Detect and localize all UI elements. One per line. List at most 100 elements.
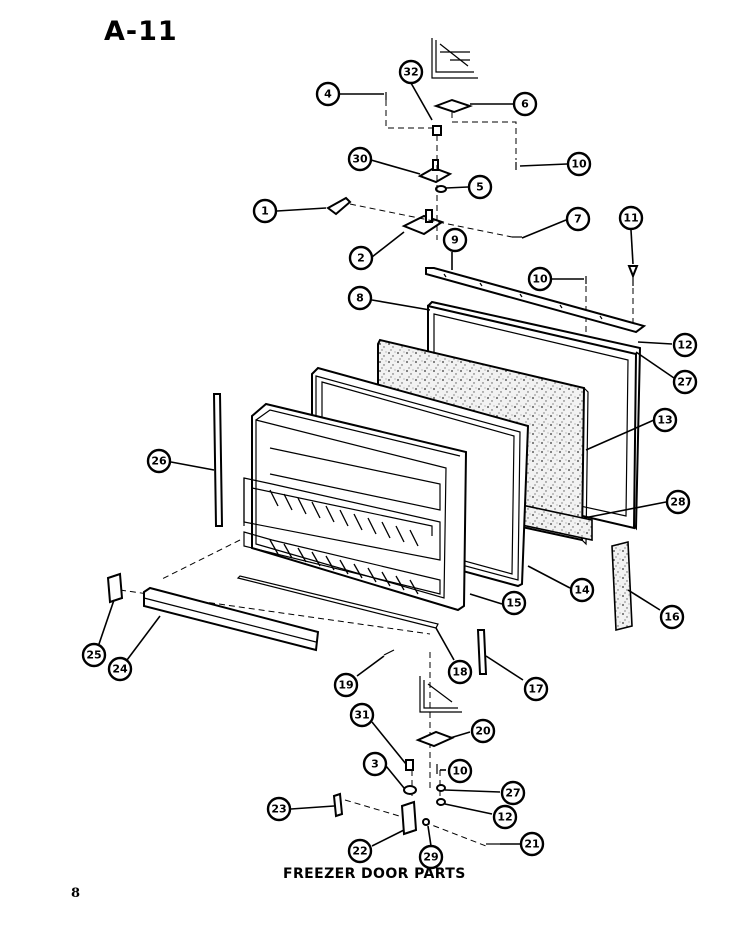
callout-7: 7 xyxy=(565,206,591,232)
svg-text:24: 24 xyxy=(112,663,128,676)
callout-2: 2 xyxy=(348,245,374,271)
callout-9: 9 xyxy=(442,227,468,253)
svg-text:12: 12 xyxy=(677,339,692,352)
svg-text:11: 11 xyxy=(623,212,638,225)
inner-door-liner xyxy=(243,402,468,612)
callout-22: 22 xyxy=(347,838,373,864)
cabinet-bottom-corner xyxy=(419,676,462,713)
callout-19: 19 xyxy=(333,672,359,698)
bottom-trim-bar xyxy=(143,586,320,652)
bottom-hinge xyxy=(400,800,418,836)
callout-10-top: 10 xyxy=(566,151,592,177)
callout-8: 8 xyxy=(347,285,373,311)
callout-16: 16 xyxy=(659,604,685,630)
callout-18: 18 xyxy=(447,659,473,685)
svg-text:1: 1 xyxy=(261,205,269,218)
diagram-caption: FREEZER DOOR PARTS xyxy=(283,866,466,882)
callout-5: 5 xyxy=(467,174,493,200)
side-strip-small xyxy=(476,629,488,675)
svg-text:10: 10 xyxy=(571,158,587,171)
svg-text:21: 21 xyxy=(524,838,539,851)
svg-text:31: 31 xyxy=(354,709,369,722)
callout-26: 26 xyxy=(146,448,172,474)
svg-text:25: 25 xyxy=(86,649,101,662)
washer-27 xyxy=(436,784,446,792)
hinge-lower-plate xyxy=(401,209,445,236)
svg-text:16: 16 xyxy=(664,611,680,624)
svg-text:14: 14 xyxy=(574,584,590,597)
callout-27-bottom: 27 xyxy=(500,780,526,806)
svg-text:10: 10 xyxy=(532,273,548,286)
svg-text:20: 20 xyxy=(475,725,491,738)
callout-1: 1 xyxy=(252,198,278,224)
cabinet-top-corner xyxy=(431,38,478,79)
callout-21: 21 xyxy=(519,831,545,857)
bushing xyxy=(432,125,442,136)
screw-11 xyxy=(627,265,639,279)
svg-text:32: 32 xyxy=(403,66,418,79)
small-insulation-pad xyxy=(611,540,633,632)
callout-29: 29 xyxy=(418,844,444,870)
svg-text:27: 27 xyxy=(677,376,692,389)
callout-3: 3 xyxy=(362,751,388,777)
svg-text:3: 3 xyxy=(371,758,379,771)
callout-24: 24 xyxy=(107,656,133,682)
callout-11: 11 xyxy=(618,205,644,231)
callout-27-top: 27 xyxy=(672,369,698,395)
nut-29 xyxy=(422,818,430,826)
page-title: A-11 xyxy=(104,16,178,47)
svg-text:30: 30 xyxy=(352,153,368,166)
callout-20: 20 xyxy=(470,718,496,744)
svg-text:18: 18 xyxy=(452,666,467,679)
side-trim-strip xyxy=(212,393,224,527)
screw-19 xyxy=(383,649,395,656)
svg-text:13: 13 xyxy=(657,414,672,427)
bottom-retainer-strip xyxy=(236,575,439,629)
callout-10-bottom: 10 xyxy=(447,758,473,784)
hinge-bracket-top xyxy=(417,159,453,184)
callout-31: 31 xyxy=(349,702,375,728)
svg-text:26: 26 xyxy=(151,455,167,468)
callout-17: 17 xyxy=(523,676,549,702)
svg-text:22: 22 xyxy=(352,845,367,858)
callout-32: 32 xyxy=(398,59,424,85)
svg-text:23: 23 xyxy=(271,803,286,816)
callout-30: 30 xyxy=(347,146,373,172)
svg-text:7: 7 xyxy=(574,213,582,226)
door-stop-bracket xyxy=(326,196,352,216)
leader-lines xyxy=(98,82,675,847)
svg-text:17: 17 xyxy=(528,683,543,696)
svg-text:9: 9 xyxy=(451,234,459,247)
svg-text:2: 2 xyxy=(357,252,365,265)
callout-12-bottom: 12 xyxy=(492,804,518,830)
hinge-bracket-23 xyxy=(332,792,344,818)
top-trim-strip xyxy=(425,267,647,334)
svg-text:19: 19 xyxy=(338,679,353,692)
hinge-pin xyxy=(405,759,414,771)
svg-text:8: 8 xyxy=(356,292,364,305)
callout-28: 28 xyxy=(665,489,691,515)
svg-text:29: 29 xyxy=(423,851,438,864)
callout-6: 6 xyxy=(512,91,538,117)
callout-25: 25 xyxy=(81,642,107,668)
callout-15: 15 xyxy=(501,590,527,616)
callout-13: 13 xyxy=(652,407,678,433)
callout-10-mid: 10 xyxy=(527,266,553,292)
svg-text:15: 15 xyxy=(506,597,521,610)
hinge-plate-top xyxy=(433,98,473,114)
hinge-cover xyxy=(106,572,124,604)
callout-12-top: 12 xyxy=(672,332,698,358)
page-number: 8 xyxy=(71,886,81,901)
callout-14: 14 xyxy=(569,577,595,603)
callout-4: 4 xyxy=(315,81,341,107)
svg-text:27: 27 xyxy=(505,787,520,800)
callout-23: 23 xyxy=(266,796,292,822)
svg-text:12: 12 xyxy=(497,811,512,824)
svg-text:4: 4 xyxy=(324,88,332,101)
washer xyxy=(435,185,447,193)
hinge-plate-bottom xyxy=(415,730,455,748)
svg-text:10: 10 xyxy=(452,765,468,778)
washer-12 xyxy=(436,798,446,806)
svg-text:5: 5 xyxy=(476,181,484,194)
